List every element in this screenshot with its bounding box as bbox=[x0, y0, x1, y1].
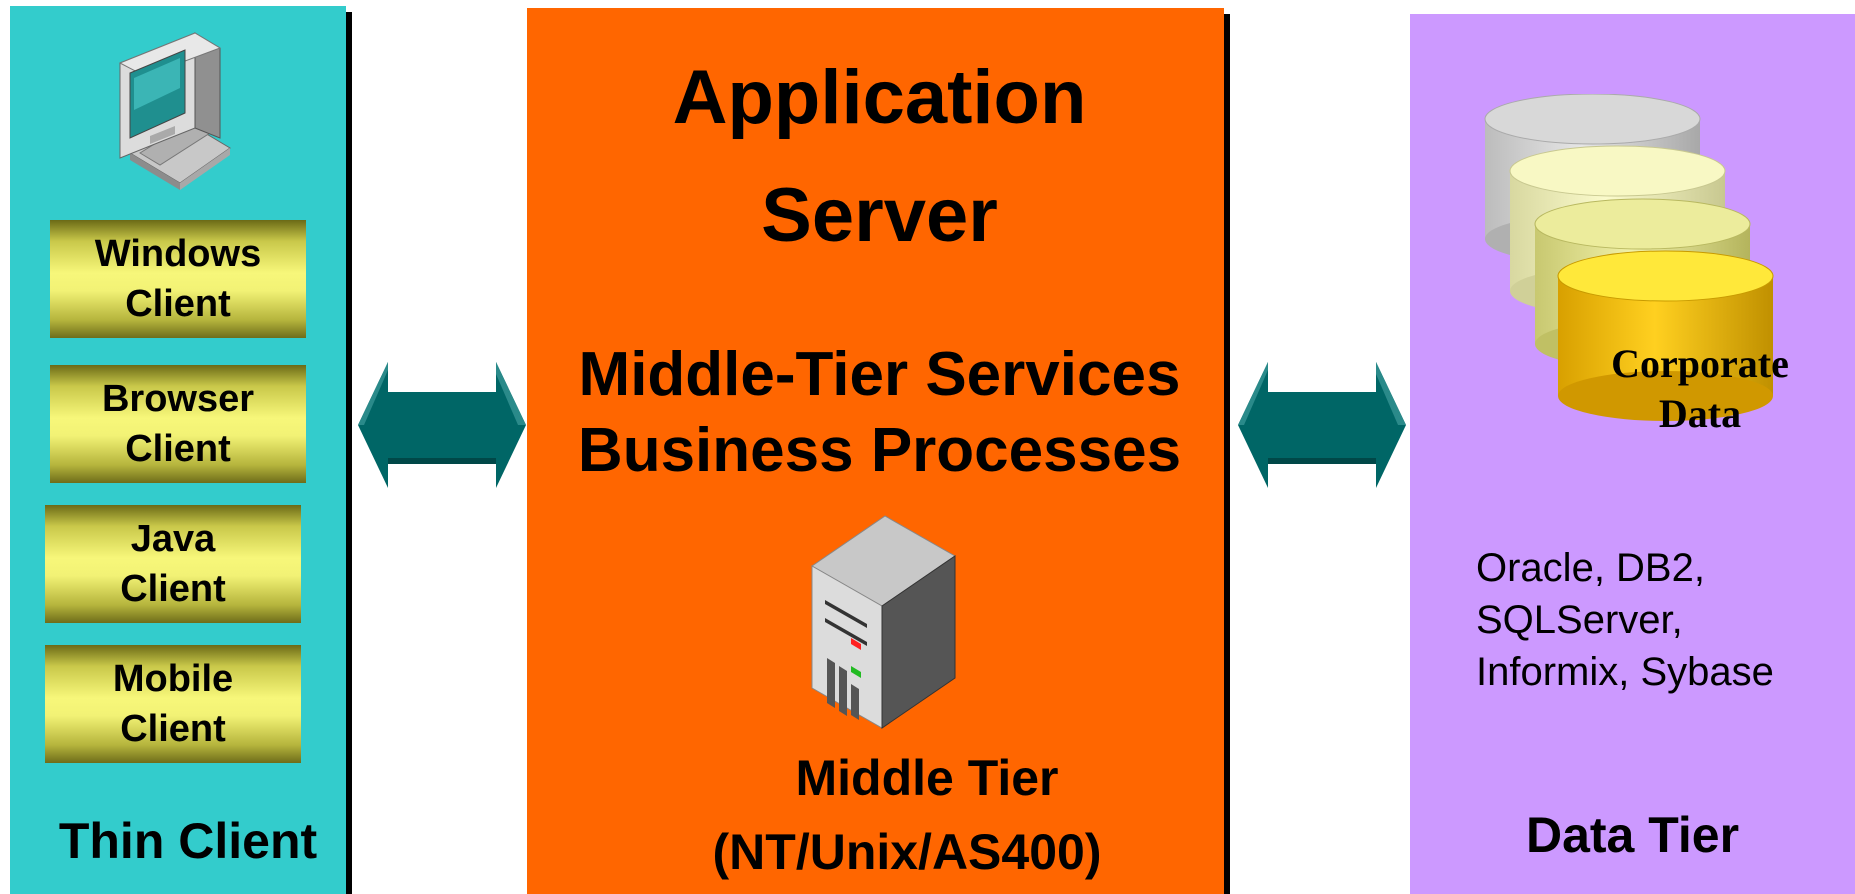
corporate-data-label-line1: Corporate bbox=[1611, 341, 1789, 386]
database-vendors-list: Oracle, DB2, SQLServer, Informix, Sybase bbox=[1476, 542, 1774, 698]
database-vendors-line1: Oracle, DB2, bbox=[1476, 546, 1705, 590]
mobile-client-label-line1: Mobile bbox=[112, 658, 234, 700]
data-tier-panel: Corporate Data Oracle, DB2, SQLServer, I… bbox=[1410, 14, 1855, 894]
app-server-panel: Application Server Middle-Tier Services … bbox=[527, 8, 1224, 894]
mobile-client-box: Mobile Client bbox=[45, 645, 301, 763]
mobile-client-label-line2: Client bbox=[120, 708, 226, 750]
database-vendors-line2: SQLServer, bbox=[1476, 598, 1683, 642]
thin-client-panel: Windows Client Browser Client Java Clien… bbox=[10, 6, 346, 894]
app-server-title-line1: Application bbox=[672, 55, 1087, 140]
middle-tier-services-text: Middle-Tier Services bbox=[578, 340, 1181, 409]
database-stack-icon bbox=[1484, 94, 1774, 421]
windows-client-label-line1: Windows bbox=[94, 233, 262, 275]
windows-client-label-line2: Client bbox=[125, 283, 231, 325]
thin-client-title: Thin Client bbox=[58, 813, 318, 869]
server-tower-icon bbox=[811, 515, 956, 729]
java-client-label-line1: Java bbox=[130, 518, 216, 560]
browser-client-box: Browser Client bbox=[50, 365, 306, 483]
java-client-box: Java Client bbox=[45, 505, 301, 623]
database-vendors-line3: Informix, Sybase bbox=[1476, 650, 1774, 694]
middle-tier-os-label: (NT/Unix/AS400) bbox=[712, 824, 1102, 880]
java-client-label-line2: Client bbox=[120, 568, 226, 610]
app-server-title-line2: Server bbox=[761, 173, 998, 258]
client-server-double-arrow bbox=[358, 362, 526, 488]
server-data-double-arrow bbox=[1238, 362, 1406, 488]
middle-tier-label: Middle Tier bbox=[795, 750, 1059, 806]
browser-client-label-line2: Client bbox=[125, 428, 231, 470]
data-tier-title: Data Tier bbox=[1525, 807, 1740, 863]
browser-client-label-line1: Browser bbox=[101, 378, 255, 420]
desktop-computer-icon bbox=[118, 32, 231, 190]
windows-client-box: Windows Client bbox=[50, 220, 306, 338]
business-processes-text: Business Processes bbox=[577, 416, 1182, 485]
corporate-data-label-line2: Data bbox=[1658, 391, 1742, 436]
